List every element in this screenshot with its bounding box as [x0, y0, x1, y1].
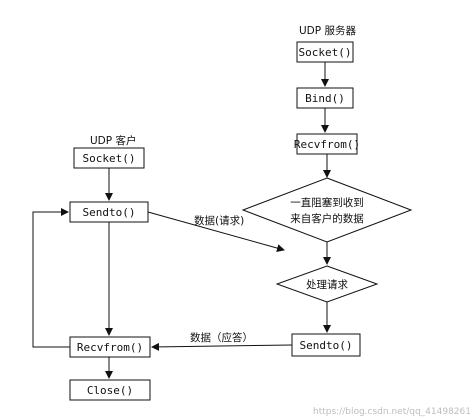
server-socket-label: Socket() [299, 46, 352, 59]
arrow-reply [151, 342, 293, 351]
server-block-line2: 来自客户的数据 [290, 212, 364, 225]
server-sendto-label: Sendto() [300, 339, 353, 352]
client-recvfrom-label: Recvfrom() [77, 341, 143, 354]
request-label: 数据(请求) [194, 214, 244, 227]
reply-label: 数据（应答） [190, 331, 253, 344]
client-title: UDP 客户 [90, 134, 136, 147]
server-block-line1: 一直阻塞到收到 [290, 196, 364, 209]
arrow-request [147, 211, 285, 252]
client-close-box [69, 379, 151, 401]
server-block-diamond [241, 177, 413, 243]
server-bind-label: Bind() [305, 92, 345, 105]
client-socket-label: Socket() [83, 152, 136, 165]
client-close-label: Close() [87, 384, 133, 397]
server-title: UDP 服务器 [299, 24, 356, 37]
server-process-label: 处理请求 [306, 278, 348, 291]
watermark: https://blog.csdn.net/qq_41498261 [313, 407, 471, 417]
client-sendto-label: Sendto() [83, 206, 136, 219]
arrow-loop-back [32, 208, 70, 348]
server-recvfrom-label: Recvfrom() [294, 138, 360, 151]
